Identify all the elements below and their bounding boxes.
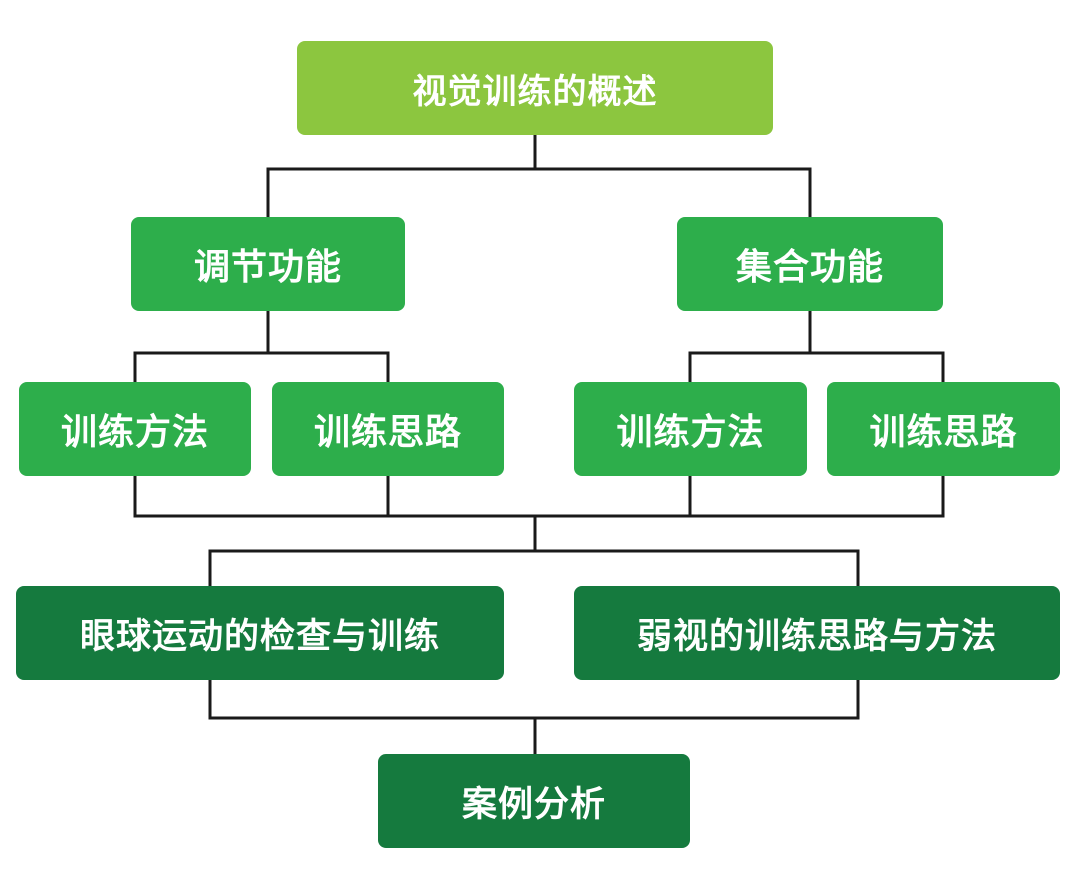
node-amblyopia-label: 弱视的训练思路与方法 [636, 616, 997, 657]
node-eye-movement: 眼球运动的检查与训练 [16, 586, 504, 680]
node-accommodation-idea-label: 训练思路 [313, 412, 462, 453]
node-accommodation-training-idea: 训练思路 [272, 382, 504, 476]
node-case-analysis-label: 案例分析 [461, 784, 606, 825]
node-vergence-label: 集合功能 [735, 247, 884, 288]
node-accommodation-label: 调节功能 [193, 247, 342, 288]
node-eye-movement-label: 眼球运动的检查与训练 [79, 616, 440, 657]
node-overview: 视觉训练的概述 [297, 41, 773, 135]
node-vergence-training-method: 训练方法 [574, 382, 807, 476]
node-accommodation-training-method: 训练方法 [19, 382, 251, 476]
node-accommodation-function: 调节功能 [131, 217, 405, 311]
node-accommodation-method-label: 训练方法 [60, 412, 209, 453]
node-amblyopia: 弱视的训练思路与方法 [574, 586, 1060, 680]
node-vergence-training-idea: 训练思路 [827, 382, 1060, 476]
node-vergence-method-label: 训练方法 [616, 412, 765, 453]
node-overview-label: 视觉训练的概述 [412, 71, 658, 112]
node-vergence-function: 集合功能 [677, 217, 943, 311]
node-case-analysis: 案例分析 [378, 754, 690, 848]
node-vergence-idea-label: 训练思路 [869, 412, 1018, 453]
